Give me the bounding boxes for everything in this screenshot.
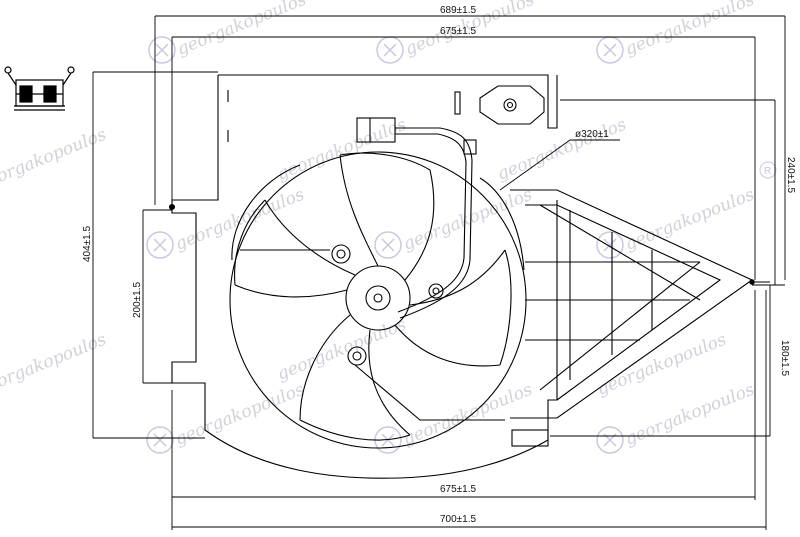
- watermark-text: georgakopoulos: [274, 315, 409, 385]
- watermark-text: georgakopoulos: [622, 0, 757, 60]
- watermark-logo: [596, 36, 624, 64]
- dimension-bottom-inner: 675±1.5: [440, 484, 477, 495]
- watermark-text: georgakopoulos: [274, 115, 409, 185]
- registered-mark-icon: R: [759, 161, 777, 179]
- dimension-labels: 689±1.5 675±1.5 ø320±1 404±1.5 200±1.5 2…: [82, 5, 796, 525]
- watermark-logo: [376, 36, 404, 64]
- electrical-connector-icon: [4, 66, 75, 111]
- dimension-left-height: 404±1.5: [82, 225, 93, 262]
- watermark-text: georgakopoulos: [174, 0, 309, 60]
- dimension-bottom-overall: 700±1.5: [440, 514, 477, 525]
- dimension-top-inner: 675±1.5: [440, 26, 477, 37]
- dimension-top-overall: 689±1.5: [440, 5, 477, 16]
- watermark-text: georgakopoulos: [622, 380, 757, 450]
- watermark-logo: [146, 231, 174, 259]
- dimension-right-lower-height: 180±1.5: [779, 340, 790, 377]
- watermark-logo: [374, 231, 402, 259]
- watermark-text: georgakopoulos: [494, 115, 629, 185]
- dimension-fan-diameter: ø320±1: [575, 129, 609, 140]
- watermark-layer: [146, 36, 624, 454]
- motor-wiring: [356, 117, 477, 319]
- dimension-right-upper-height: 240±1.5: [785, 157, 796, 194]
- watermark-text-layer: georgakopoulos georgakopoulos georgakopo…: [0, 0, 757, 450]
- fan-shroud: [168, 74, 770, 479]
- watermark-logo: [596, 426, 624, 454]
- fan-rotor: [234, 152, 512, 441]
- dimension-left-mount-height: 200±1.5: [132, 281, 143, 318]
- dimension-lines: [92, 15, 786, 530]
- watermark-logo: [596, 231, 624, 259]
- watermark-logo: [146, 426, 174, 454]
- watermark-logo: [148, 36, 176, 64]
- watermark-text: georgakopoulos: [400, 380, 535, 450]
- svg-text:R: R: [764, 166, 771, 177]
- watermark-text: georgakopoulos: [172, 380, 307, 450]
